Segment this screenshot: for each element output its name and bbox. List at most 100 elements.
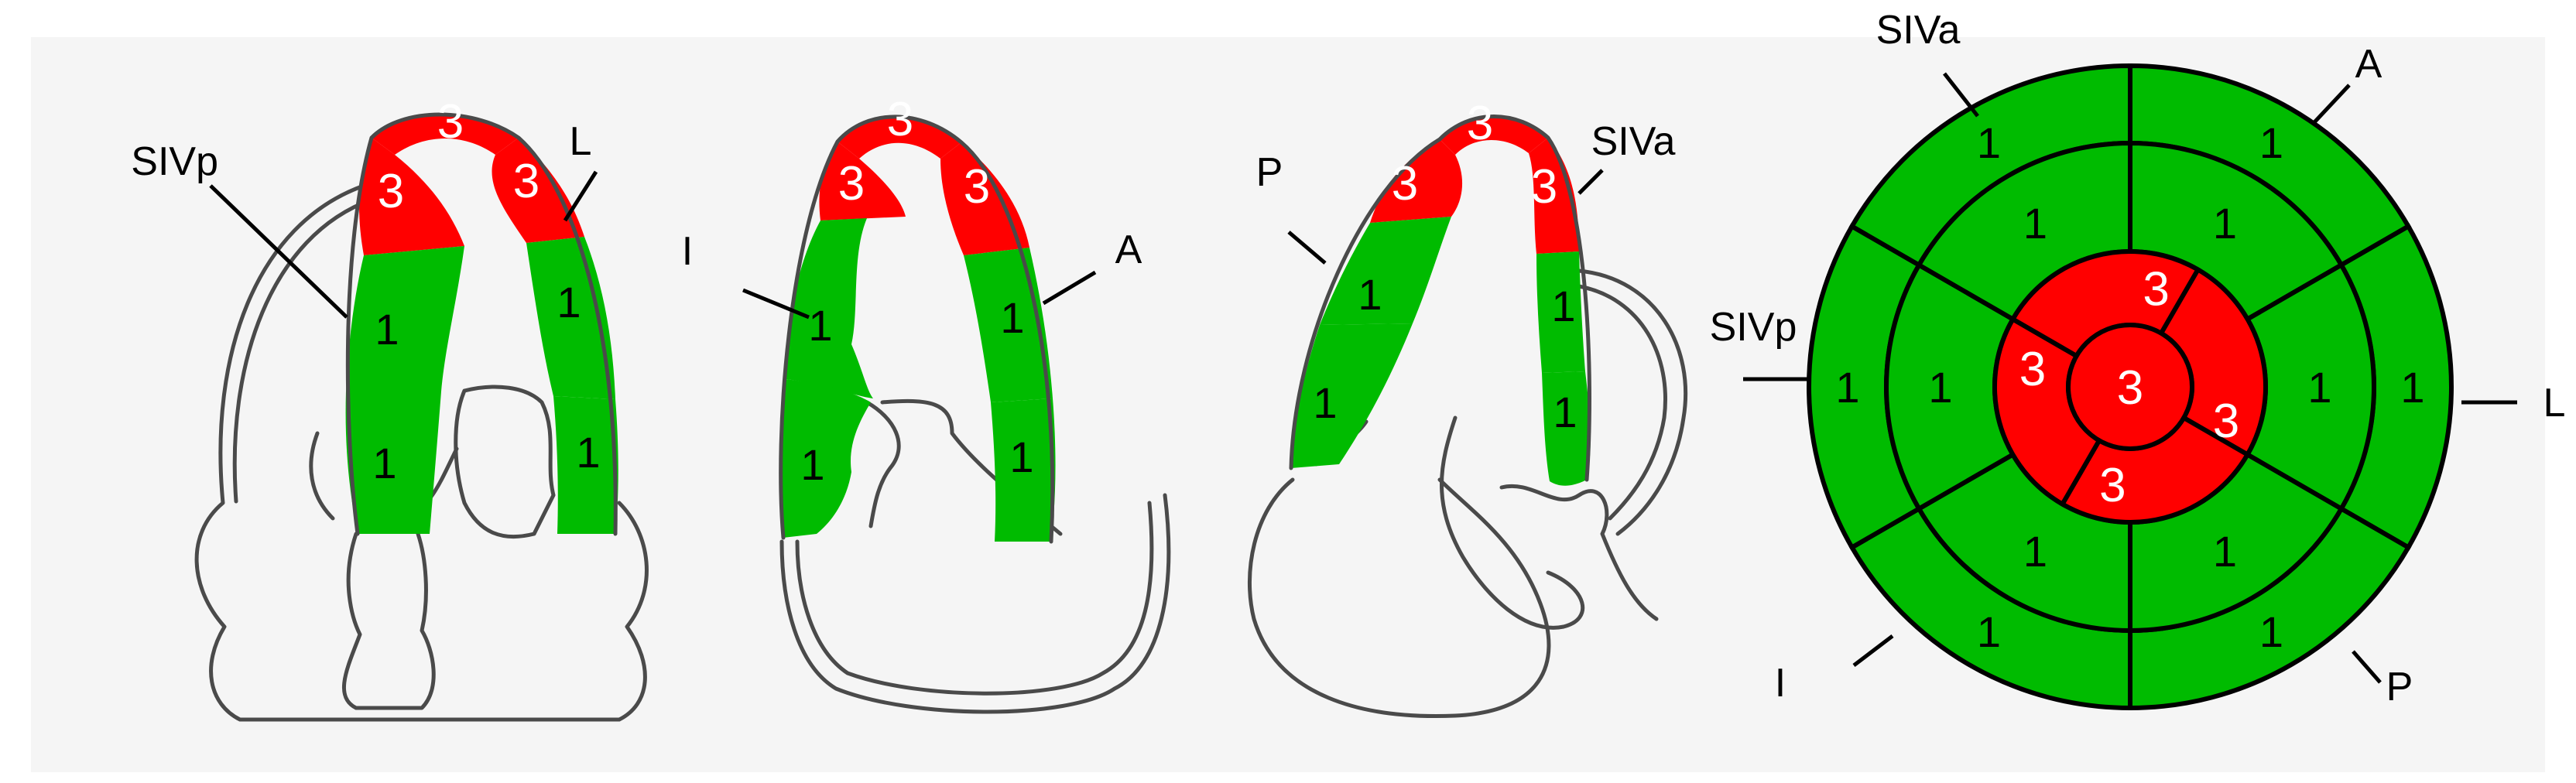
segment-value: 1 xyxy=(557,278,581,327)
label-pointer xyxy=(563,170,598,222)
view-label-right: SIVa xyxy=(1591,119,1676,164)
myocardium-outline xyxy=(779,115,1055,544)
bullseye-segment-value: 1 xyxy=(2213,199,2237,248)
label-pointer xyxy=(1577,169,1604,195)
segment-value: 1 xyxy=(375,305,399,354)
view-label-left: I xyxy=(682,229,693,274)
bullseye-apical-ring xyxy=(1992,249,2268,525)
aorta-outline-inner xyxy=(1577,284,1667,521)
bullseye-apex xyxy=(2066,323,2194,451)
bullseye-label-bottom-left: I xyxy=(1775,661,1786,706)
bullseye-apex-value: 3 xyxy=(2117,361,2143,415)
segment-basal-right xyxy=(553,396,618,534)
segment-value: 1 xyxy=(1553,388,1577,436)
segment-value: 1 xyxy=(1009,433,1033,481)
bullseye-segment-value: 1 xyxy=(2259,118,2283,167)
segment-value: 1 xyxy=(576,428,600,477)
segment-value: 1 xyxy=(808,301,832,350)
segment-mid-left xyxy=(1320,217,1451,325)
label-pointer xyxy=(1943,72,1979,118)
segment-basal-left xyxy=(780,379,871,538)
bullseye-segment-value: 1 xyxy=(2400,363,2424,412)
segment-value: 3 xyxy=(378,165,404,218)
segment-apical-right xyxy=(940,142,1029,255)
bullseye-segment-value: 1 xyxy=(2213,527,2237,576)
bullseye-label-right: L xyxy=(2543,381,2566,426)
segment-basal-left xyxy=(345,392,441,534)
valve-outline xyxy=(454,385,556,539)
segment-value: 3 xyxy=(964,160,990,214)
bullseye-mid-ring xyxy=(1884,140,2376,634)
view-label-left: P xyxy=(1256,150,1283,195)
segment-value: 1 xyxy=(372,439,396,487)
bullseye-segment-value: 1 xyxy=(2023,527,2047,576)
label-pointer xyxy=(209,184,348,319)
bullseye-segment-value: 1 xyxy=(1928,363,1952,412)
myocardium-outline xyxy=(345,112,618,536)
bullseye-label-left: SIVp xyxy=(1710,305,1797,350)
chamber-outline-inner xyxy=(795,501,1154,696)
segment-apical-left xyxy=(359,138,464,255)
bullseye-segment-value: 3 xyxy=(2143,262,2169,316)
segment-apex xyxy=(372,115,519,155)
bullseye-basal-ring xyxy=(1807,63,2454,711)
bullseye-segment-value: 3 xyxy=(2099,459,2126,512)
leaflet-outline xyxy=(865,400,901,528)
segment-apical-right xyxy=(492,138,584,243)
segment-apical-left xyxy=(1370,139,1463,223)
bullseye-segment-value: 3 xyxy=(2019,343,2046,396)
chamber-outline xyxy=(1247,477,1551,718)
myocardium-outline xyxy=(1289,115,1591,482)
bullseye-segment-value: 1 xyxy=(1977,607,2001,656)
segment-apex xyxy=(838,116,961,159)
segment-value: 3 xyxy=(437,95,464,149)
segment-basal-right xyxy=(1542,371,1591,486)
bullseye-segment-value: 1 xyxy=(2307,363,2331,412)
segment-mid-left xyxy=(786,218,873,398)
segment-mid-left xyxy=(346,246,464,392)
view-four-chamber: 3 3 3 1 1 1 1 SIVp L xyxy=(131,95,649,722)
label-pointer xyxy=(1852,634,1894,667)
segment-value: 3 xyxy=(1392,157,1418,210)
bullseye-segment-value: 1 xyxy=(2023,199,2047,248)
view-long-axis: 3 3 3 1 1 1 1 P SIVa xyxy=(1247,97,1688,718)
bullseye-label-top-left: SIVa xyxy=(1876,8,1961,53)
bullseye-segment-value: 1 xyxy=(2259,607,2283,656)
septum-outline xyxy=(341,532,436,710)
segment-basal-right xyxy=(991,398,1056,542)
label-pointer xyxy=(2352,650,2382,684)
segment-mid-right xyxy=(526,237,615,399)
view-label-right: A xyxy=(1115,227,1142,272)
segment-value: 1 xyxy=(1000,293,1024,342)
bullseye-label-bottom-right: P xyxy=(2386,665,2413,709)
segment-apical-left xyxy=(819,142,906,221)
segment-value: 1 xyxy=(1551,282,1575,330)
leaflet-outline xyxy=(309,431,335,521)
valve-outline xyxy=(1499,484,1659,621)
aorta-outline xyxy=(1577,268,1688,536)
view-label-right: L xyxy=(570,119,592,164)
bullseye-apex-segment xyxy=(2066,323,2194,451)
bullseye-label-top-right: A xyxy=(2355,42,2382,87)
segment-value: 1 xyxy=(1358,270,1382,319)
bullseye-segment-value: 3 xyxy=(2213,395,2239,448)
view-label-left: SIVp xyxy=(131,139,218,184)
segment-value: 3 xyxy=(1467,97,1493,150)
segment-basal-left xyxy=(1291,323,1413,468)
segment-value: 1 xyxy=(1313,378,1337,427)
bullseye-segment-value: 1 xyxy=(1977,118,2001,167)
segment-value: 1 xyxy=(800,440,824,489)
label-pointer xyxy=(742,288,810,320)
segment-apex xyxy=(1440,116,1548,155)
view-two-chamber: 3 3 3 1 1 1 1 I A xyxy=(682,93,1171,714)
bullseye-segment-value: 1 xyxy=(1835,363,1859,412)
segment-apical-right xyxy=(1529,138,1579,254)
segment-value: 3 xyxy=(838,157,865,210)
chamber-outline xyxy=(779,493,1171,714)
valve-outline xyxy=(1440,415,1585,630)
label-pointer xyxy=(1287,231,1327,265)
